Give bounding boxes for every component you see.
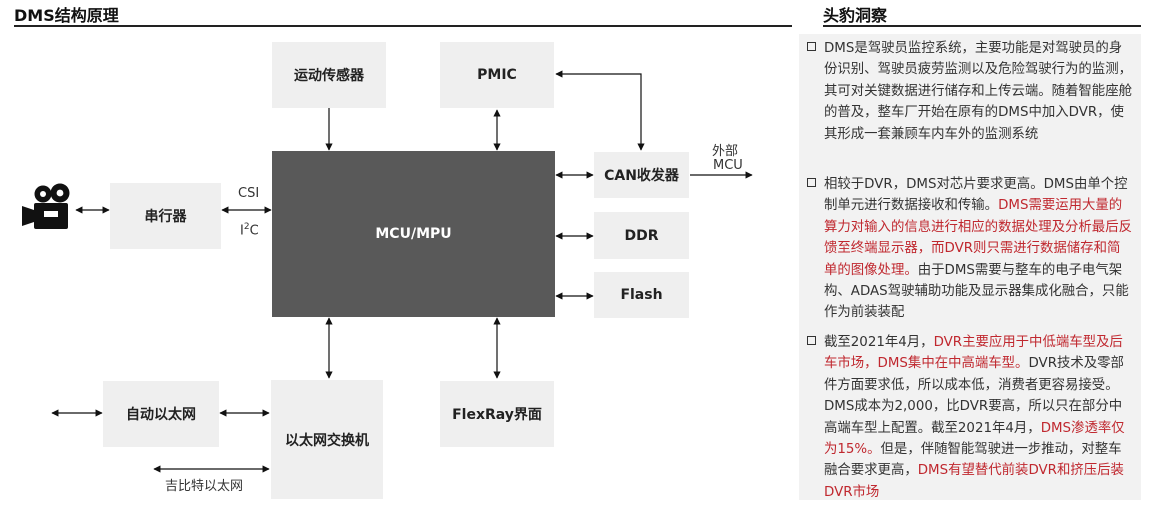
gigabit-ethernet-label: 吉比特以太网 — [165, 479, 244, 494]
pmic-box: PMIC — [440, 42, 554, 108]
ddr-box: DDR — [594, 212, 689, 259]
insight-bullet-3: 截至2021年4月，DVR主要应用于中低端车型及后车市场，DMS集中在中高端车型… — [807, 332, 1133, 503]
can-transceiver-box: CAN收发器 — [594, 152, 689, 198]
insight-bullet-2: 相较于DVR，DMS对芯片要求更高。DMS由单个控制单元进行数据接收和传输。DM… — [807, 174, 1133, 324]
external-label: 外部 — [712, 144, 739, 159]
insight-text-3: 截至2021年4月，DVR主要应用于中低端车型及后车市场，DMS集中在中高端车型… — [824, 335, 1125, 500]
motion-sensor-box: 运动传感器 — [272, 42, 386, 108]
i2c-main: I — [240, 223, 244, 239]
external-mcu-label: MCU — [713, 158, 743, 173]
insight-text-2: 相较于DVR，DMS对芯片要求更高。DMS由单个控制单元进行数据接收和传输。DM… — [824, 177, 1132, 321]
serializer-box: 串行器 — [110, 183, 221, 249]
title-divider-right — [823, 25, 1141, 27]
i2c-tail: C — [249, 223, 259, 239]
arrow-pmic-can — [555, 70, 645, 151]
camera-icon — [22, 183, 70, 229]
connection-arrows — [51, 70, 753, 473]
insight-title: 头豹洞察 — [823, 6, 888, 25]
flash-box: Flash — [594, 272, 689, 318]
title-divider-left — [14, 25, 792, 27]
insight-text-1: DMS是驾驶员监控系统，主要功能是对驾驶员的身份识别、驾驶员疲劳监测以及危险驾驶… — [824, 41, 1132, 142]
checkbox-bullet-icon — [807, 336, 816, 345]
ethernet-switch-box: 以太网交换机 — [271, 380, 383, 499]
csi-label: CSI — [238, 186, 260, 201]
diagram-title: DMS结构原理 — [14, 6, 119, 25]
checkbox-bullet-icon — [807, 178, 816, 187]
insight-panel: DMS是驾驶员监控系统，主要功能是对驾驶员的身份识别、驾驶员疲劳监测以及危险驾驶… — [799, 34, 1141, 500]
checkbox-bullet-icon — [807, 42, 816, 51]
i2c-label: I2C — [240, 222, 259, 238]
insight-bullet-1: DMS是驾驶员监控系统，主要功能是对驾驶员的身份识别、驾驶员疲劳监测以及危险驾驶… — [807, 38, 1133, 145]
auto-ethernet-box: 自动以太网 — [103, 381, 219, 447]
mcu-mpu-block: MCU/MPU — [272, 151, 555, 317]
i2c-sup: 2 — [243, 222, 250, 232]
flexray-box: FlexRay界面 — [440, 381, 554, 447]
